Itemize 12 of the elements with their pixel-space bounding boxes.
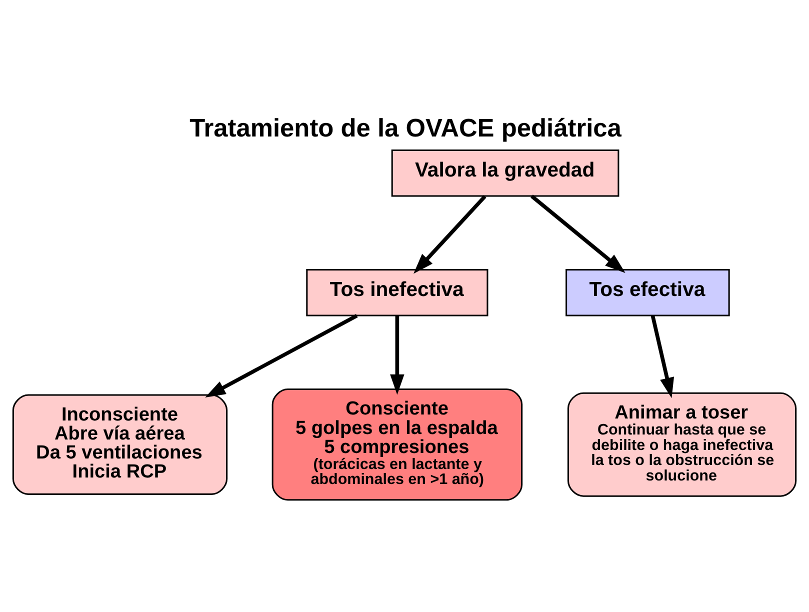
diagram-title: Tratamiento de la OVACE pediátrica bbox=[190, 114, 622, 142]
arrow bbox=[390, 316, 404, 395]
arrow bbox=[530, 194, 626, 274]
node-box: Inconsciente Abre vía aérea Da 5 ventilaciones Inicia RCP bbox=[12, 394, 228, 495]
node-box: Valora la gravedad bbox=[391, 149, 620, 197]
arrow bbox=[414, 195, 486, 274]
node-box: Tos inefectiva bbox=[306, 269, 488, 316]
node-box: Tos efectiva bbox=[566, 269, 730, 316]
arrow bbox=[650, 315, 674, 398]
arrow bbox=[205, 314, 358, 398]
node-box: Consciente 5 golpes en la espalda 5 compresiones (torácicas en lactante y abdominales en >1 año) bbox=[272, 388, 523, 501]
node-box: Animar a toser Continuar hasta que se debilite o haga inefectiva la tos o la obstrucción se solucione bbox=[567, 392, 797, 497]
